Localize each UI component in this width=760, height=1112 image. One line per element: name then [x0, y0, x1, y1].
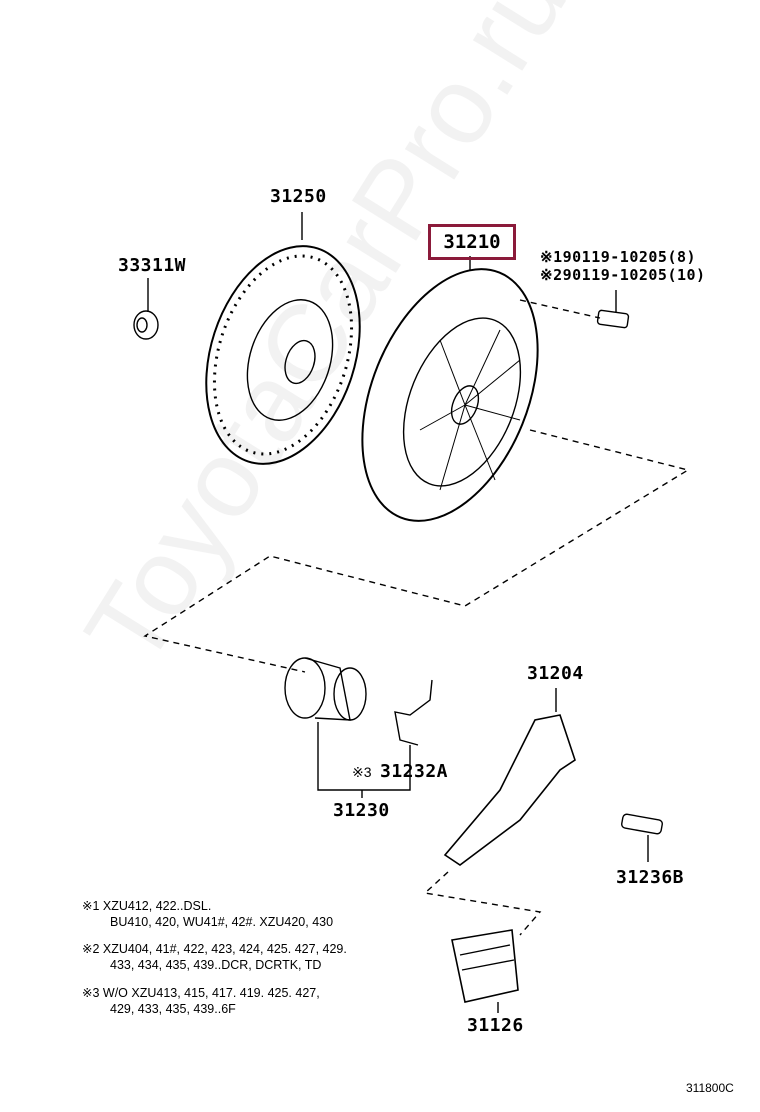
boot-31126[interactable]: [451, 929, 519, 1013]
clutch-disc-31250[interactable]: [180, 212, 386, 484]
note-2-line-2: 433, 434, 435, 439..DCR, DCRTK, TD: [110, 958, 322, 972]
part-label-31250[interactable]: 31250: [270, 186, 327, 207]
bolt[interactable]: [596, 290, 630, 329]
clip-31232A[interactable]: [394, 679, 433, 746]
part-label-31232A[interactable]: 31232A: [380, 761, 449, 782]
note-1-line-1: ※1 XZU412, 422..DSL.: [82, 899, 212, 913]
clip-prefix: ※3: [352, 764, 372, 780]
note-2-line-1: ※2 XZU404, 41#, 422, 423, 424, 425. 427,…: [82, 942, 347, 956]
part-label-31204[interactable]: 31204: [527, 663, 584, 684]
bushing-33311W[interactable]: [133, 278, 159, 340]
dashed-guides: [143, 299, 690, 936]
fork-support-31236B[interactable]: [621, 813, 663, 862]
release-fork-31204[interactable]: [443, 688, 576, 866]
highlighted-part-box[interactable]: 31210: [428, 224, 516, 260]
note-1-line-2: BU410, 420, WU41#, 42#. XZU420, 430: [110, 915, 334, 929]
bolt-label-1[interactable]: ※190119-10205(8): [540, 248, 697, 266]
part-label-33311W[interactable]: 33311W: [118, 255, 187, 276]
part-label-31126[interactable]: 31126: [467, 1015, 524, 1036]
part-label-31236B[interactable]: 31236B: [616, 867, 685, 888]
release-bearing-31230[interactable]: [284, 657, 411, 798]
bolt-label-2[interactable]: ※290119-10205(10): [540, 266, 706, 284]
note-3-line-2: 429, 433, 435, 439..6F: [110, 1002, 236, 1016]
part-label-31230[interactable]: 31230: [333, 800, 390, 821]
clutch-cover-31210[interactable]: [328, 243, 572, 546]
part-label-31210[interactable]: 31210: [443, 231, 501, 253]
diagram-code: 311800C: [686, 1081, 734, 1095]
note-3-line-1: ※3 W/O XZU413, 415, 417. 419. 425. 427,: [82, 986, 320, 1000]
